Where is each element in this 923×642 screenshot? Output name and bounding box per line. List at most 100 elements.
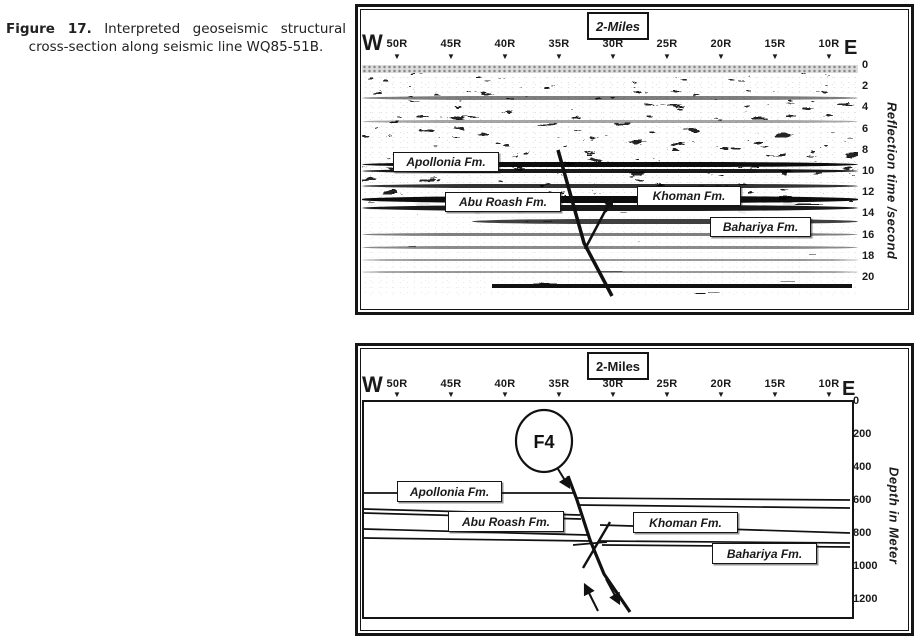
formation-label-apollonia: Apollonia Fm. [393, 152, 499, 172]
axis-tick: 14 [862, 207, 875, 220]
axis-tick: 1200 [853, 593, 878, 605]
antithetic-fault-line [581, 521, 612, 569]
reflector-band [362, 96, 858, 100]
reflector-band [362, 184, 858, 188]
axis-tick: 400 [853, 461, 872, 473]
station-marker: 45R ▼ [429, 38, 473, 61]
triangle-down-icon: ▼ [447, 52, 455, 61]
station-marker: 40R ▼ [483, 378, 527, 399]
station-label: 10R [818, 378, 840, 390]
station-label: 20R [710, 378, 732, 390]
surface-band [362, 65, 858, 73]
depth-panel: 2-Miles W E 50R ▼ 45R ▼ 40R ▼ 35R ▼ 30R [355, 343, 914, 636]
formation-label-text: Bahariya Fm. [722, 220, 799, 234]
station-label: 40R [494, 38, 516, 50]
formation-label-khoman: Khoman Fm. [633, 512, 738, 533]
f4-pointer-arrow [557, 468, 571, 490]
reflector-band [362, 271, 858, 273]
station-marker: 50R ▼ [375, 38, 419, 61]
axis-tick: 800 [853, 527, 872, 539]
axis-tick: 10 [862, 164, 875, 177]
station-label: 25R [656, 378, 678, 390]
reflector-band [362, 169, 858, 173]
horizon-apollonia-east [575, 497, 851, 501]
station-marker: 25R ▼ [645, 378, 689, 399]
station-marker: 10R ▼ [807, 378, 851, 399]
triangle-down-icon: ▼ [717, 390, 725, 399]
axis-tick: 16 [862, 228, 875, 241]
horizon-west [364, 528, 589, 536]
station-marker: 15R ▼ [753, 38, 797, 61]
fault-overlay [556, 149, 614, 297]
triangle-down-icon: ▼ [555, 390, 563, 399]
reflector-band [362, 259, 858, 261]
axis-tick: 20 [862, 270, 875, 283]
reflector-band [362, 233, 858, 236]
station-label: 10R [818, 38, 840, 50]
station-label: 30R [602, 378, 624, 390]
station-marker: 20R ▼ [699, 38, 743, 61]
formation-label-abu-roash: Abu Roash Fm. [448, 511, 564, 532]
seismic-panel: 2-Miles W E 50R ▼ 45R ▼ 40R ▼ 35R ▼ 30R [355, 4, 914, 315]
depth-section-drawing: F4 Apollonia Fm. Abu Roash Fm. Khoman Fm… [362, 400, 854, 619]
scale-label: 2-Miles [595, 358, 641, 374]
formation-label-apollonia: Apollonia Fm. [397, 481, 502, 502]
f4-ellipse [514, 408, 574, 474]
triangle-down-icon: ▼ [447, 390, 455, 399]
station-row: 50R ▼ 45R ▼ 40R ▼ 35R ▼ 30R ▼ 25R ▼ [375, 38, 851, 61]
station-label: 35R [548, 378, 570, 390]
triangle-down-icon: ▼ [393, 390, 401, 399]
station-label: 30R [602, 38, 624, 50]
station-marker: 20R ▼ [699, 378, 743, 399]
f4-label: F4 [533, 432, 554, 452]
reflector-band [362, 120, 858, 123]
depth-axis-title: Depth in Meter [886, 467, 902, 565]
fault-tip-arrow [604, 197, 614, 213]
station-marker: 10R ▼ [807, 38, 851, 61]
triangle-down-icon: ▼ [501, 390, 509, 399]
figure-caption: Figure 17. Interpreted geoseismic struct… [6, 20, 346, 58]
axis-tick: 1000 [853, 560, 878, 572]
figure-caption-label: Figure 17. [6, 20, 92, 37]
station-label: 50R [386, 378, 408, 390]
east-label: E [842, 378, 856, 400]
formation-label-bahariya: Bahariya Fm. [712, 543, 817, 564]
station-label: 45R [440, 378, 462, 390]
triangle-down-icon: ▼ [717, 52, 725, 61]
formation-label-text: Abu Roash Fm. [461, 514, 550, 529]
axis-tick: 0 [862, 59, 869, 71]
formation-label-text: Abu Roash Fm. [458, 195, 547, 209]
axis-tick: 2 [862, 80, 869, 93]
scale-label: 2-Miles [595, 18, 641, 34]
station-marker: 30R ▼ [591, 38, 635, 61]
triangle-down-icon: ▼ [663, 52, 671, 61]
triangle-down-icon: ▼ [771, 52, 779, 61]
triangle-down-icon: ▼ [609, 52, 617, 61]
horizon-bahariya-east [599, 540, 851, 544]
horizon-west [364, 537, 591, 542]
footwall-up-arrow [583, 582, 599, 612]
axis-tick: 12 [862, 186, 875, 199]
station-label: 25R [656, 38, 678, 50]
horizon-east [577, 504, 851, 509]
triangle-down-icon: ▼ [771, 390, 779, 399]
reflector-band-bahariya [472, 219, 858, 224]
hangingwall-down-arrow [605, 578, 621, 606]
axis-tick: 18 [862, 249, 875, 262]
station-marker: 35R ▼ [537, 38, 581, 61]
formation-label-bahariya: Bahariya Fm. [710, 217, 811, 237]
station-label: 40R [494, 378, 516, 390]
bottom-scale-line [492, 284, 852, 288]
triangle-down-icon: ▼ [609, 390, 617, 399]
station-marker: 50R ▼ [375, 378, 419, 399]
reflection-axis-title: Reflection time /second [884, 102, 900, 260]
triangle-down-icon: ▼ [501, 52, 509, 61]
formation-label-abu-roash: Abu Roash Fm. [445, 192, 561, 212]
scale-box: 2-Miles [587, 352, 649, 380]
axis-tick: 4 [862, 101, 869, 114]
reflector-band-apollonia [362, 162, 858, 167]
axis-tick: 200 [853, 428, 872, 440]
reflector-band [362, 205, 858, 211]
station-marker: 15R ▼ [753, 378, 797, 399]
